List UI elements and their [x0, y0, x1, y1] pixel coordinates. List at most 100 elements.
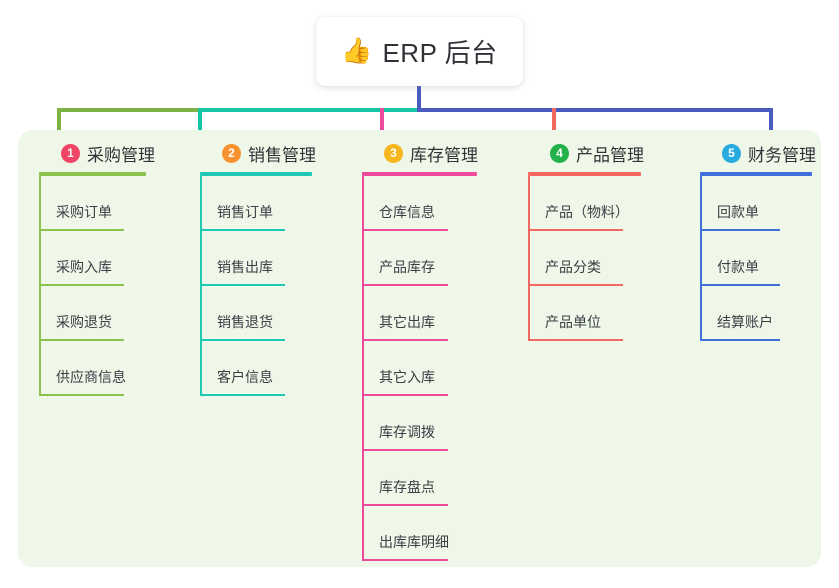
list-item-underline [362, 229, 448, 231]
drop-column-2 [198, 108, 202, 142]
branch-title-3: 库存管理 [410, 145, 478, 165]
branch-underline-4 [528, 172, 641, 176]
list-item[interactable]: 产品分类 [528, 231, 644, 286]
list-item-underline [200, 284, 285, 286]
list-item-label: 出库库明细 [379, 534, 449, 550]
branch-items-4: 产品（物料）产品分类产品单位 [528, 176, 644, 341]
list-item-underline [700, 229, 780, 231]
list-item-label: 采购退货 [56, 314, 112, 330]
list-item-label: 其它入库 [379, 369, 435, 385]
list-item-label: 产品单位 [545, 314, 601, 330]
branch-title-4: 产品管理 [576, 145, 644, 165]
bus-segment-blue [417, 108, 772, 112]
branch-items-2: 销售订单销售出库销售退货客户信息 [200, 176, 316, 396]
list-item[interactable]: 客户信息 [200, 341, 316, 396]
list-item-label: 销售出库 [217, 259, 273, 275]
list-item[interactable]: 销售出库 [200, 231, 316, 286]
bus-segment-green [57, 108, 200, 112]
branch-title-5: 财务管理 [748, 145, 816, 165]
list-item[interactable]: 其它出库 [362, 286, 478, 341]
list-item-label: 库存盘点 [379, 479, 435, 495]
root-stem [417, 84, 421, 110]
branch-badge-2: 2 [222, 143, 241, 163]
list-item[interactable]: 库存调拨 [362, 396, 478, 451]
branch-items-3: 仓库信息产品库存其它出库其它入库库存调拨库存盘点出库库明细 [362, 176, 478, 561]
branch-title-2: 销售管理 [248, 145, 316, 165]
list-item[interactable]: 其它入库 [362, 341, 478, 396]
list-item[interactable]: 销售订单 [200, 176, 316, 231]
list-item-underline [39, 284, 124, 286]
list-item[interactable]: 采购订单 [39, 176, 155, 231]
list-item[interactable]: 采购入库 [39, 231, 155, 286]
list-item-underline [528, 339, 623, 341]
branch-underline-5 [700, 172, 812, 176]
list-item-underline [362, 559, 448, 561]
branch-badge-3: 3 [384, 143, 403, 163]
list-item-label: 结算账户 [717, 314, 773, 330]
list-item[interactable]: 产品库存 [362, 231, 478, 286]
root-node-card[interactable]: 👍 ERP 后台 [316, 17, 523, 86]
branch-spine-2 [200, 176, 202, 396]
list-item-label: 销售订单 [217, 204, 273, 220]
branch-spine-1 [39, 176, 41, 396]
branch-spine-5 [700, 176, 702, 341]
branch-column-2: 2 销售管理销售订单销售出库销售退货客户信息 [200, 140, 316, 396]
list-item-label: 采购订单 [56, 204, 112, 220]
branch-column-5: 5 财务管理回款单付款单结算账户 [700, 140, 816, 341]
list-item[interactable]: 供应商信息 [39, 341, 155, 396]
list-item-label: 库存调拨 [379, 424, 435, 440]
bus-segment-teal [198, 108, 419, 112]
list-item-underline [362, 449, 448, 451]
list-item-underline [362, 394, 448, 396]
list-item-underline [528, 229, 623, 231]
root-node-title: ERP 后台 [382, 38, 498, 68]
branch-header-4[interactable]: 4 产品管理 [528, 140, 644, 166]
list-item[interactable]: 产品单位 [528, 286, 644, 341]
drop-column-4 [552, 108, 556, 142]
list-item[interactable]: 仓库信息 [362, 176, 478, 231]
list-item[interactable]: 销售退货 [200, 286, 316, 341]
drop-column-1 [57, 108, 61, 142]
list-item[interactable]: 出库库明细 [362, 506, 478, 561]
branch-header-5[interactable]: 5 财务管理 [700, 140, 816, 166]
drop-column-5 [769, 108, 773, 142]
branch-column-4: 4 产品管理产品（物料）产品分类产品单位 [528, 140, 644, 341]
thumbs-up-icon: 👍 [341, 37, 373, 65]
list-item-label: 其它出库 [379, 314, 435, 330]
drop-column-3 [380, 108, 384, 142]
list-item-underline [39, 339, 124, 341]
list-item-label: 供应商信息 [56, 369, 126, 385]
list-item-underline [362, 504, 448, 506]
branch-items-1: 采购订单采购入库采购退货供应商信息 [39, 176, 155, 396]
branch-underline-1 [39, 172, 146, 176]
branch-column-3: 3 库存管理仓库信息产品库存其它出库其它入库库存调拨库存盘点出库库明细 [362, 140, 478, 561]
list-item[interactable]: 回款单 [700, 176, 816, 231]
list-item-label: 付款单 [717, 259, 759, 275]
list-item-label: 采购入库 [56, 259, 112, 275]
list-item[interactable]: 产品（物料） [528, 176, 644, 231]
list-item-underline [700, 339, 780, 341]
branch-badge-1: 1 [61, 143, 80, 163]
list-item-underline [200, 229, 285, 231]
list-item[interactable]: 采购退货 [39, 286, 155, 341]
branch-spine-4 [528, 176, 530, 341]
branch-badge-5: 5 [722, 143, 741, 163]
list-item-label: 产品库存 [379, 259, 435, 275]
branch-header-3[interactable]: 3 库存管理 [362, 140, 478, 166]
list-item-underline [200, 394, 285, 396]
list-item-underline [200, 339, 285, 341]
list-item-label: 回款单 [717, 204, 759, 220]
branch-badge-4: 4 [550, 143, 569, 163]
branch-header-2[interactable]: 2 销售管理 [200, 140, 316, 166]
list-item[interactable]: 结算账户 [700, 286, 816, 341]
list-item[interactable]: 库存盘点 [362, 451, 478, 506]
list-item-underline [362, 284, 448, 286]
list-item-label: 仓库信息 [379, 204, 435, 220]
list-item[interactable]: 付款单 [700, 231, 816, 286]
branch-underline-2 [200, 172, 312, 176]
list-item-label: 销售退货 [217, 314, 273, 330]
list-item-underline [700, 284, 780, 286]
list-item-underline [39, 394, 124, 396]
diagram-panel [18, 130, 821, 567]
